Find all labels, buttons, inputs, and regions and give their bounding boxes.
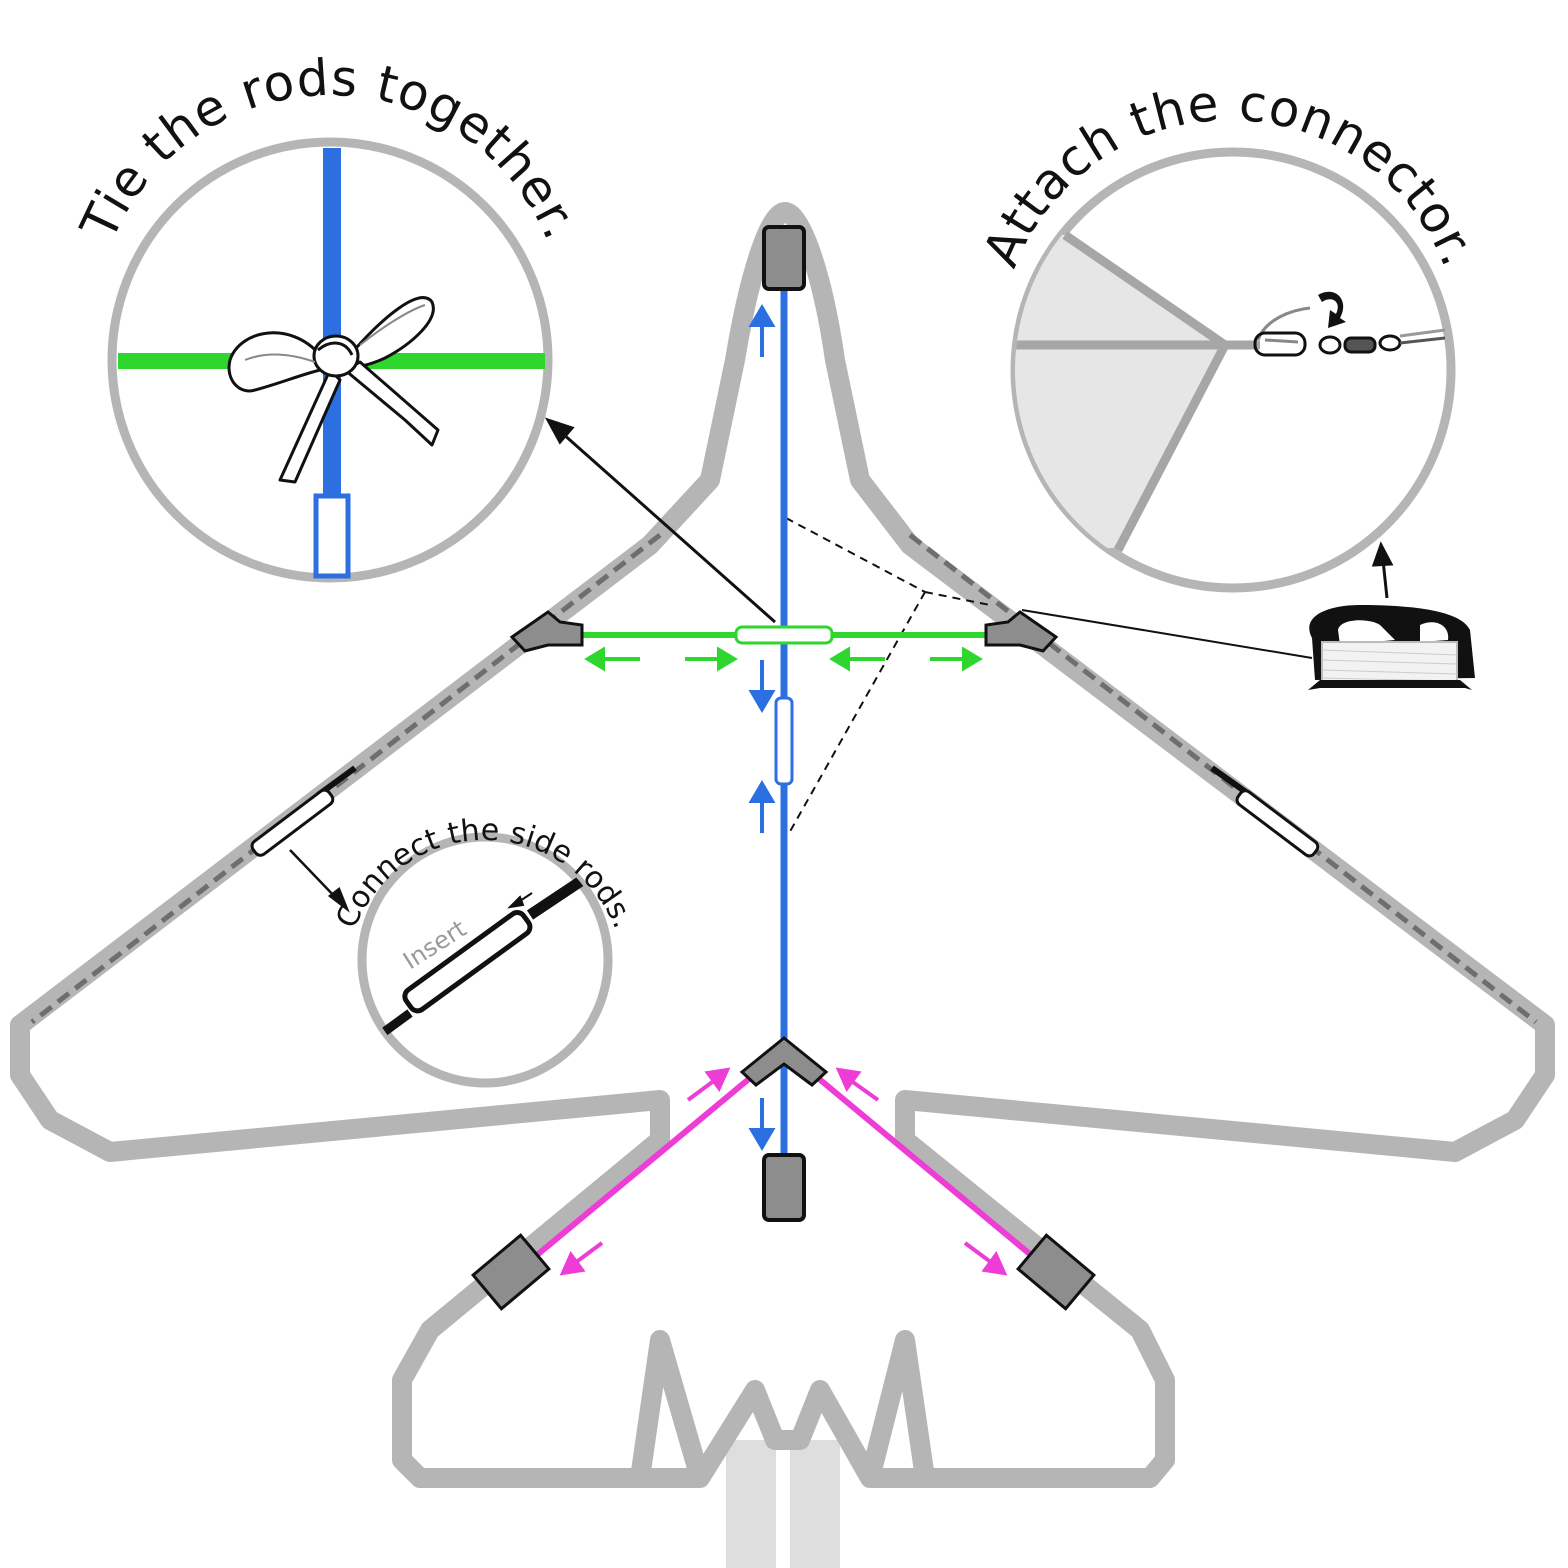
spine-arrows bbox=[748, 304, 776, 1151]
curved-arrow-icon bbox=[1318, 291, 1346, 328]
tie-pointer bbox=[544, 417, 776, 624]
side-rod-sleeves bbox=[250, 788, 1320, 858]
tail-fins bbox=[630, 1330, 935, 1481]
tie-detail-circle: Tie the rods together. bbox=[69, 49, 590, 583]
spine-rod bbox=[762, 225, 806, 1222]
bow-knot-icon bbox=[227, 296, 440, 484]
connect-pointer bbox=[289, 849, 350, 913]
attach-pointer bbox=[1371, 541, 1394, 599]
tail-arrows bbox=[559, 1067, 1008, 1276]
tail-stick bbox=[726, 1440, 840, 1568]
attach-detail-circle: Attach the connector. bbox=[972, 74, 1487, 593]
flying-line bbox=[1021, 609, 1313, 659]
tail-rods bbox=[470, 1036, 1097, 1311]
line-winder-icon bbox=[1308, 605, 1475, 690]
cross-rod bbox=[509, 610, 1059, 653]
cross-arrows bbox=[584, 646, 983, 672]
insert-arrow bbox=[507, 892, 533, 909]
snap-swivel-icon bbox=[1253, 306, 1446, 357]
